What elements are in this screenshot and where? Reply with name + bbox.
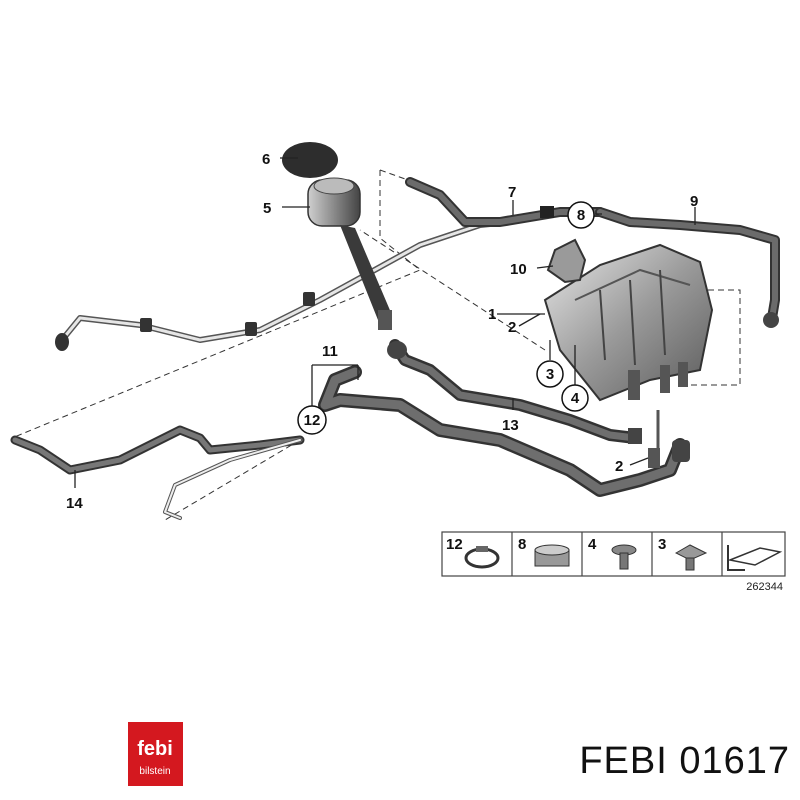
arrow-symbol-icon xyxy=(727,545,783,571)
hose-7 xyxy=(405,177,605,227)
logo-text-bilstein: bilstein xyxy=(139,766,170,777)
callout-8: 8 xyxy=(567,201,595,229)
callout-7: 7 xyxy=(508,184,516,201)
callout-3-label: 3 xyxy=(546,366,554,383)
callout-2-upper: 2 xyxy=(508,319,516,336)
reference-number: 262344 xyxy=(746,581,783,593)
hose-9-end xyxy=(763,312,779,328)
callout-14: 14 xyxy=(66,495,83,512)
legend-label-12: 12 xyxy=(446,536,463,553)
hose-9 xyxy=(595,207,780,323)
reservoir-5 xyxy=(282,142,407,359)
callout-12: 12 xyxy=(297,405,327,435)
clamp-8-graphic xyxy=(540,206,554,218)
connector-clips-upper xyxy=(55,292,315,351)
legend-label-8: 8 xyxy=(518,536,526,553)
band-clamp-icon xyxy=(534,544,570,567)
bracket-10-graphic xyxy=(546,238,587,284)
callout-9: 9 xyxy=(690,193,698,210)
febi-bilstein-logo: febi bilstein xyxy=(128,722,183,786)
hose-clamp-icon xyxy=(464,546,500,569)
legend-label-3: 3 xyxy=(658,536,666,553)
callout-5: 5 xyxy=(263,200,271,217)
callout-3: 3 xyxy=(536,360,564,388)
hose-11 xyxy=(318,365,687,497)
callout-12-label: 12 xyxy=(304,412,321,429)
legend-label-4: 4 xyxy=(588,536,597,553)
callout-8-label: 8 xyxy=(577,207,585,224)
part-number-label: FEBI 01617 xyxy=(579,740,790,782)
callout-13: 13 xyxy=(502,417,519,434)
callout-1: 1 xyxy=(488,306,496,323)
hose-14 xyxy=(10,425,305,520)
metal-line-upper xyxy=(59,219,513,343)
callout-6: 6 xyxy=(262,151,270,168)
hose-13 xyxy=(389,339,641,444)
fittings-2 xyxy=(628,410,690,468)
expansion-tank xyxy=(543,243,714,402)
logo-text-febi: febi xyxy=(137,738,173,760)
callout-4-label: 4 xyxy=(571,390,580,407)
callout-11: 11 xyxy=(322,343,338,360)
push-rivet-icon xyxy=(611,544,637,570)
parts-legend: 12 8 4 3 xyxy=(441,531,786,577)
expanding-rivet-icon xyxy=(674,544,708,571)
callout-2-lower: 2 xyxy=(615,458,623,475)
callout-4: 4 xyxy=(561,384,589,412)
callout-10: 10 xyxy=(510,261,527,278)
leader-lines xyxy=(74,157,696,488)
